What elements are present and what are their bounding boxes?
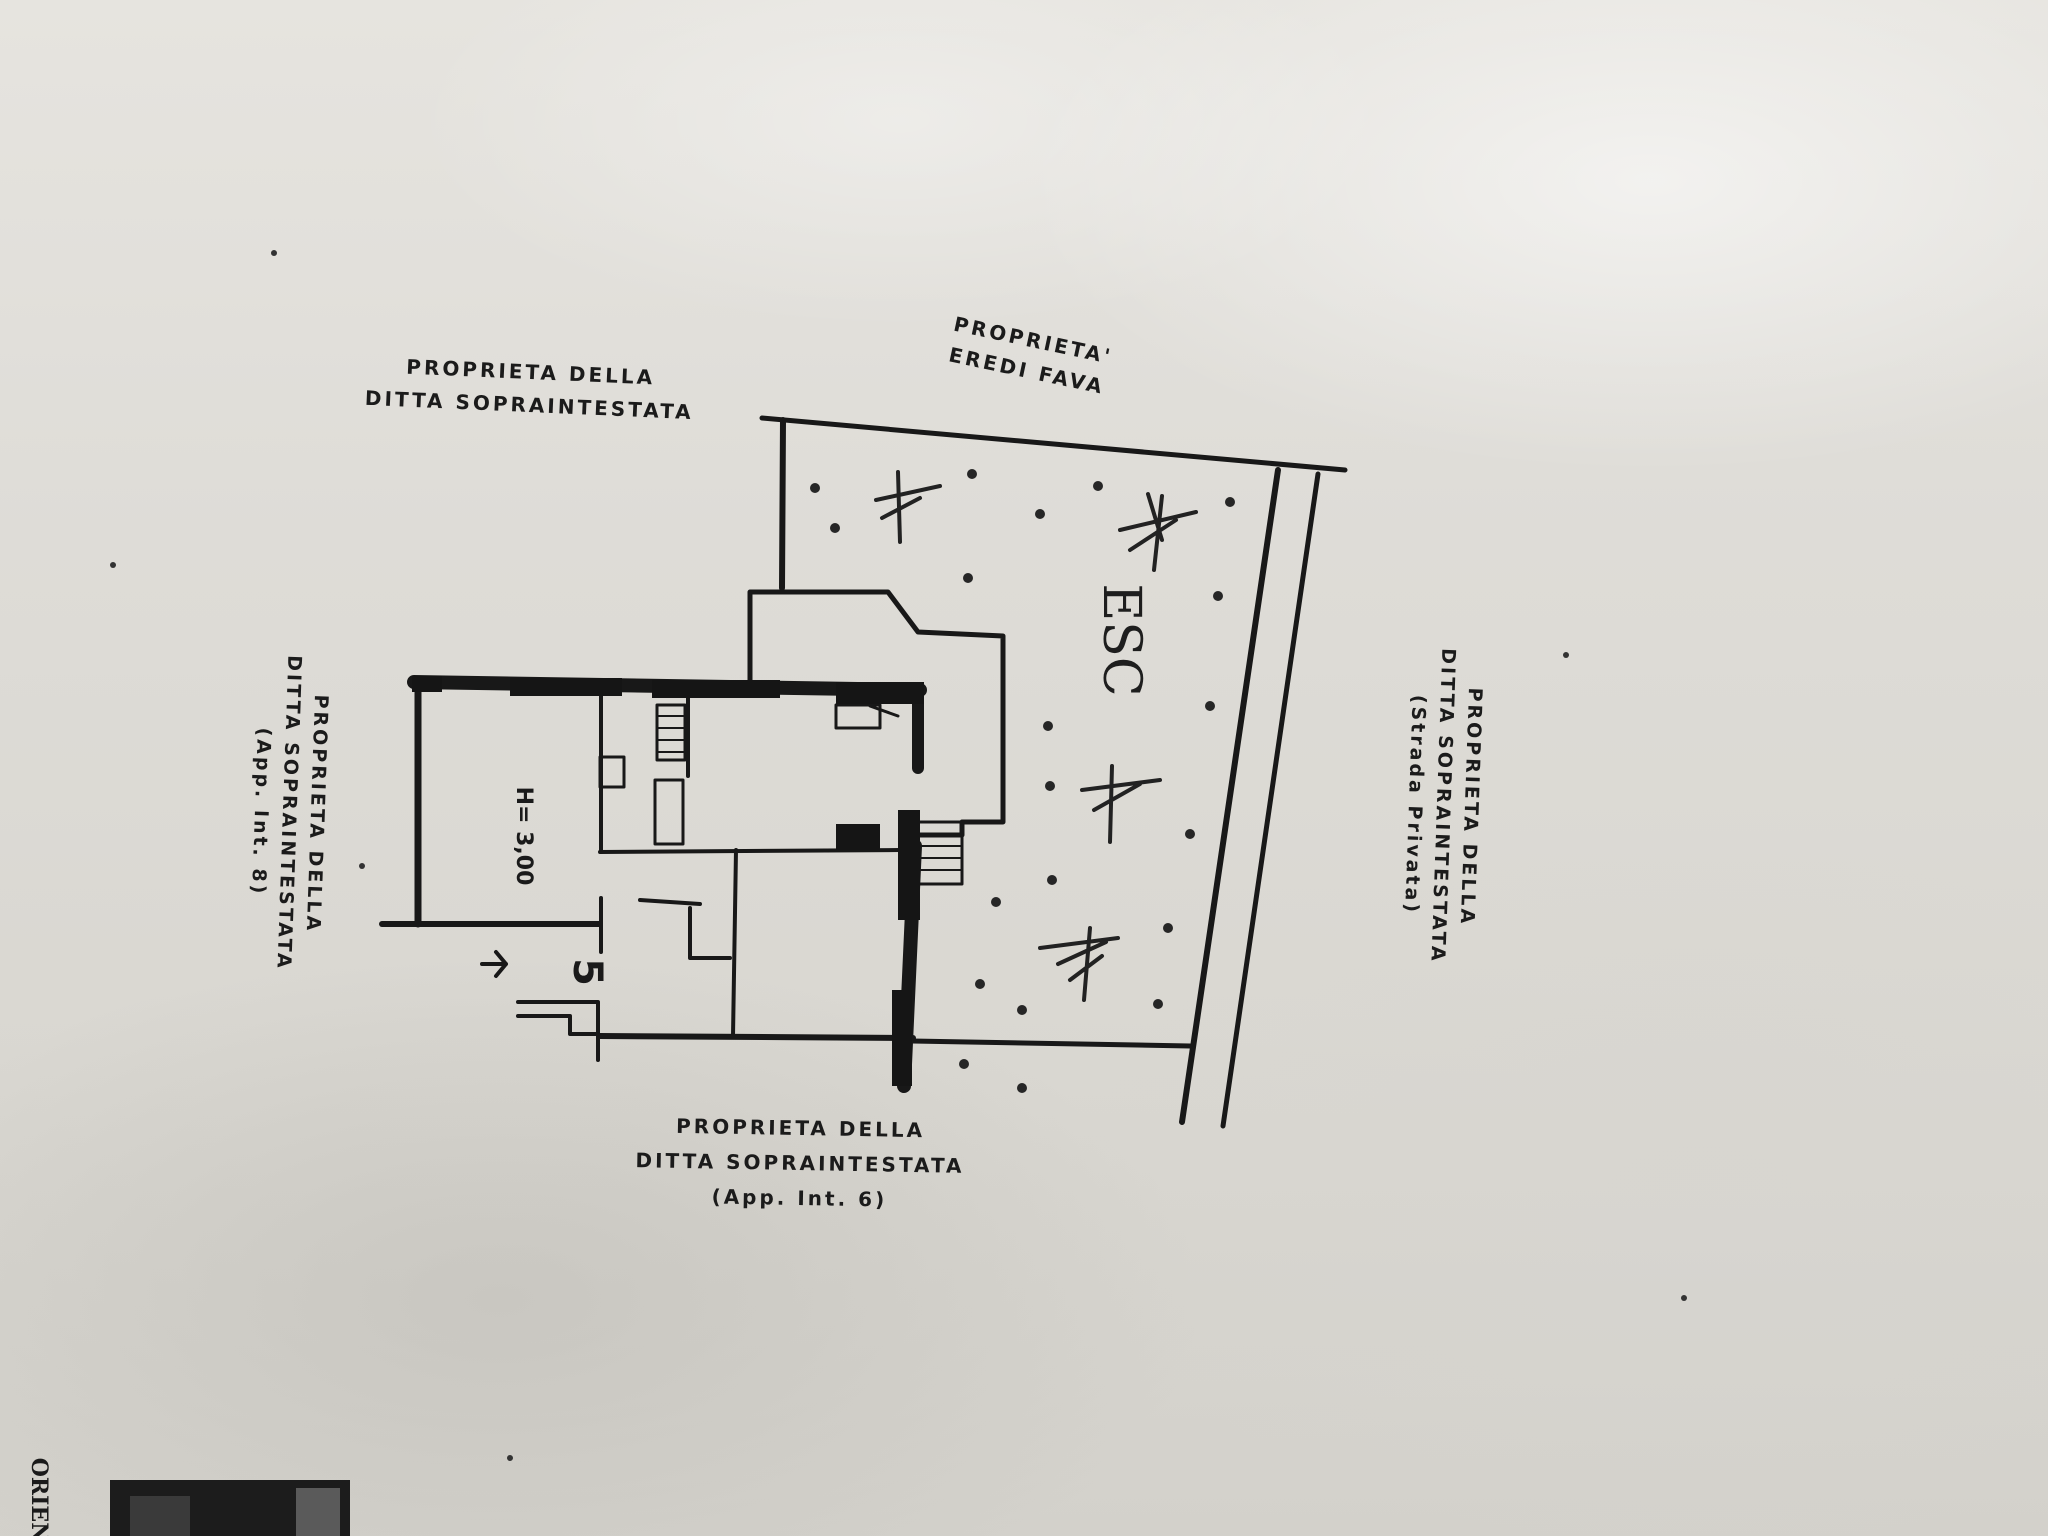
fixture [868,704,900,718]
label-left: PROPRIETA DELLA DITTA SOPRAINTESTATA (Ap… [243,612,333,1014]
entrance-arrow [480,950,508,978]
terrace-outline [747,589,1006,838]
shrub-mark [1093,481,1103,491]
partition [731,848,738,1038]
unit-number: 5 [564,958,610,986]
wall-solid [652,680,780,698]
shrub-mark [963,573,973,583]
shrub-mark [810,483,820,493]
label-line: DITTA SOPRAINTESTATA [272,654,306,972]
shrub-mark [1047,875,1057,885]
street-line [1220,471,1321,1129]
fixture [598,755,626,789]
label-bottom: PROPRIETA DELLA DITTA SOPRAINTESTATA (Ap… [589,1114,1011,1212]
external-steps [917,833,963,871]
boundary-line [779,417,786,591]
tree-symbol [874,470,942,544]
stair-block [655,703,687,762]
shrub-mark [1163,923,1173,933]
label-right: PROPRIETA DELLA DITTA SOPRAINTESTATA (St… [1397,595,1487,1017]
garden-bottom-line [909,1038,1193,1049]
partition [638,898,702,906]
wall-solid [898,810,920,920]
external-steps [916,820,964,886]
wall-solid [836,682,924,704]
stamp-fragment [110,1480,350,1536]
boundary-line [759,415,1348,473]
speck [271,250,277,256]
fixture [653,778,685,846]
corner-text: ORIEN [26,1458,52,1536]
shrub-mark [1043,721,1053,731]
house-wall [597,1033,916,1041]
garden-mark: ESC [1091,583,1151,696]
partition [598,848,902,854]
tree-symbol [1080,764,1162,844]
stair-block [656,715,686,753]
wall-solid [412,676,442,692]
wall-solid [836,824,880,850]
tree-symbol [1038,926,1120,1002]
shrub-mark [1045,781,1055,791]
entrance-steps [516,1000,600,1062]
tree-symbol [1118,492,1198,572]
shrub-mark [1017,1005,1027,1015]
wall-solid [510,678,622,696]
shrub-mark [959,1059,969,1069]
label-line: DITTA SOPRAINTESTATA [635,1148,965,1178]
fixture [834,703,882,730]
shrub-mark [967,469,977,479]
street-line [1179,467,1281,1125]
room-height-label: H= 3,00 [511,787,536,886]
partition [688,906,732,960]
wall-solid [892,990,912,1086]
